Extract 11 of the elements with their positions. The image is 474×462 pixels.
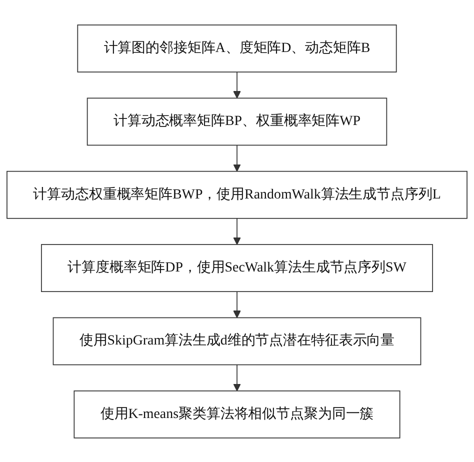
arrow bbox=[233, 364, 241, 391]
node-box: 计算动态权重概率矩阵BWP，使用RandomWalk算法生成节点序列L bbox=[6, 170, 468, 218]
arrow bbox=[233, 218, 241, 244]
node-box: 使用SkipGram算法生成d维的节点潜在特征表示向量 bbox=[52, 316, 422, 365]
arrow bbox=[233, 71, 241, 98]
node-box: 计算度概率矩阵DP，使用SecWalk算法生成节点序列SW bbox=[41, 244, 433, 292]
arrow bbox=[233, 144, 241, 172]
node-box: 计算动态概率矩阵BP、权重概率矩阵WP bbox=[86, 97, 388, 146]
arrow bbox=[233, 290, 241, 318]
node-box: 使用K-means聚类算法将相似节点聚为同一簇 bbox=[74, 390, 400, 438]
node-box: 计算图的邻接矩阵A、度矩阵D、动态矩阵B bbox=[77, 24, 397, 72]
